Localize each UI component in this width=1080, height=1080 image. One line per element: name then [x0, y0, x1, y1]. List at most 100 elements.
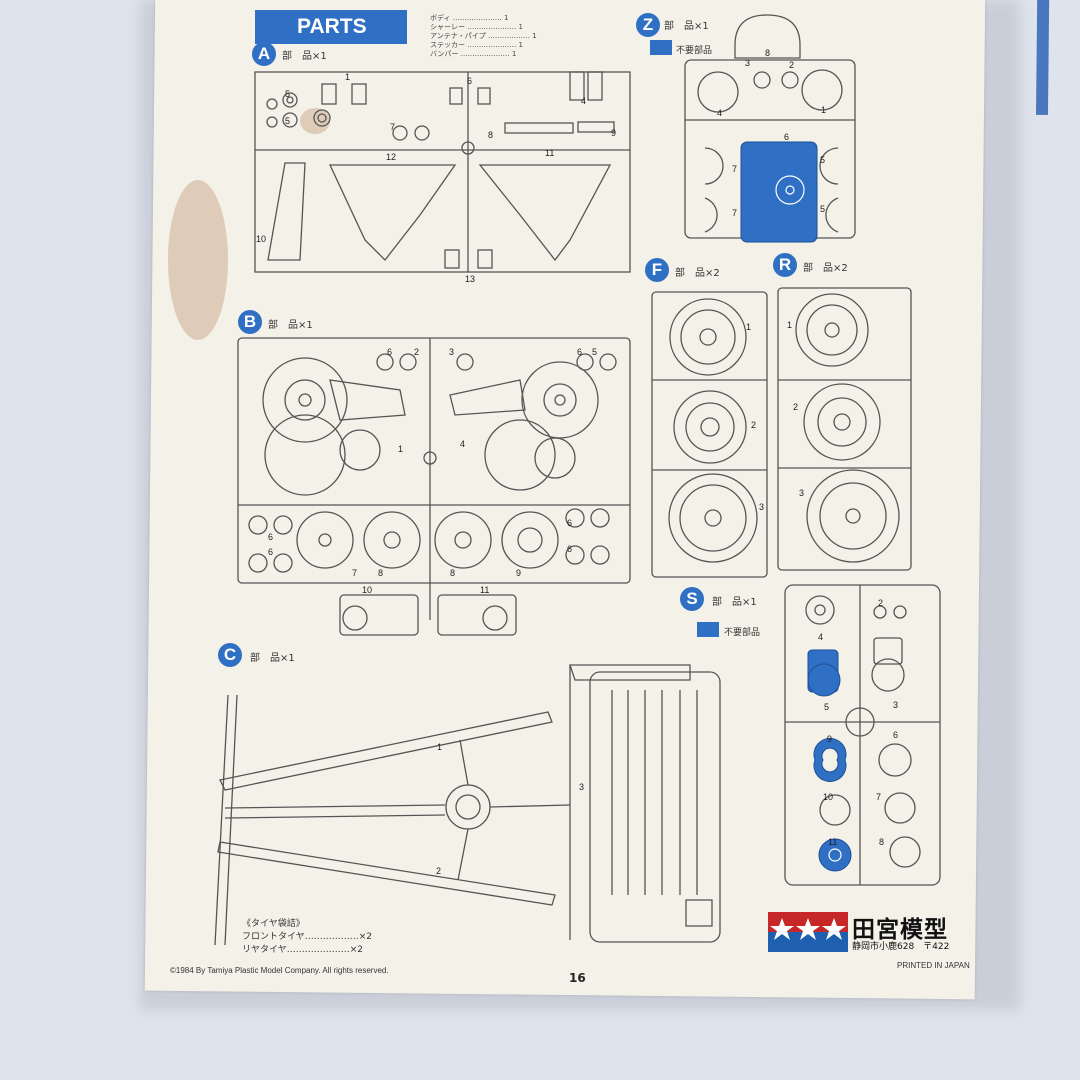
svg-text:2: 2 [878, 598, 883, 608]
sprue-r-frame [777, 287, 912, 571]
svg-text:11: 11 [545, 148, 554, 158]
parts-list: ボディ ………………… 1 シャーレー ………………… 1 アンテナ・パイプ …… [430, 14, 537, 59]
svg-text:6: 6 [567, 518, 572, 528]
svg-text:5: 5 [285, 89, 290, 99]
svg-text:1: 1 [437, 742, 442, 752]
svg-text:1: 1 [398, 444, 403, 454]
blue-part-s9 [813, 738, 847, 782]
sprue-b-badge: B [238, 310, 262, 334]
printed-in: PRINTED IN JAPAN [897, 961, 970, 970]
sprue-f-qty: 部 品×2 [675, 268, 720, 279]
parts-list-item: ステッカー ………………… 1 [430, 41, 523, 49]
svg-text:9: 9 [611, 128, 616, 138]
svg-text:5: 5 [285, 116, 290, 126]
svg-text:6: 6 [577, 347, 582, 357]
tire-note-rear: リヤタイヤ…………………×2 [242, 945, 364, 955]
svg-text:1: 1 [746, 322, 751, 332]
svg-text:7: 7 [732, 164, 737, 174]
svg-text:3: 3 [745, 58, 750, 68]
svg-text:9: 9 [516, 568, 521, 578]
sprue-s-badge: S [680, 587, 704, 611]
sprue-b-qty: 部 品×1 [268, 320, 313, 331]
svg-text:6: 6 [893, 730, 898, 740]
svg-text:11: 11 [828, 837, 837, 847]
unneeded-note: 不要部品 [724, 628, 761, 638]
unneeded-swatch [650, 40, 672, 55]
sprue-b-frame [237, 337, 631, 636]
blue-part-z6 [740, 141, 818, 243]
svg-text:6: 6 [467, 76, 472, 86]
svg-text:3: 3 [893, 700, 898, 710]
svg-text:5: 5 [820, 204, 825, 214]
svg-text:4: 4 [818, 632, 823, 642]
page-number: 16 [569, 971, 586, 985]
brand-address: 静岡市小鹿628 〒422 [852, 942, 950, 952]
svg-text:4: 4 [581, 96, 586, 106]
svg-text:3: 3 [759, 502, 764, 512]
sprue-z-frame [684, 14, 856, 239]
copyright: ©1984 By Tamiya Plastic Model Company. A… [170, 966, 389, 975]
svg-text:8: 8 [488, 130, 493, 140]
sprue-a-badge: A [252, 42, 276, 66]
svg-text:4: 4 [460, 439, 465, 449]
svg-text:3: 3 [799, 488, 804, 498]
tire-note-front: フロントタイヤ………………×2 [242, 932, 373, 942]
svg-text:10: 10 [362, 585, 372, 595]
svg-text:6: 6 [268, 532, 273, 542]
svg-text:2: 2 [793, 402, 798, 412]
blue-part-s11 [818, 838, 852, 872]
sprue-a-frame [254, 71, 631, 273]
svg-text:6: 6 [387, 347, 392, 357]
parts-list-item: シャーレー ………………… 1 [430, 23, 523, 31]
parts-list-item: ボディ ………………… 1 [430, 14, 509, 22]
sprue-c-frame [214, 664, 721, 946]
svg-text:5: 5 [820, 155, 825, 165]
unneeded-note: 不要部品 [676, 46, 713, 56]
rust-stain [168, 180, 228, 340]
svg-text:10: 10 [256, 234, 266, 244]
sprue-z-badge: Z [636, 13, 660, 37]
svg-text:6: 6 [567, 544, 572, 554]
svg-text:7: 7 [876, 792, 881, 802]
tamiya-star-logo [768, 912, 848, 952]
svg-text:1: 1 [787, 320, 792, 330]
sprue-s-frame [784, 584, 941, 886]
svg-text:3: 3 [579, 782, 584, 792]
unneeded-swatch [697, 622, 719, 637]
sprue-r-qty: 部 品×2 [803, 263, 848, 274]
svg-text:8: 8 [879, 837, 884, 847]
svg-text:12: 12 [386, 152, 396, 162]
svg-text:11: 11 [480, 585, 489, 595]
svg-text:8: 8 [378, 568, 383, 578]
svg-text:2: 2 [414, 347, 419, 357]
svg-text:1: 1 [345, 72, 350, 82]
parts-list-item: バンパー ………………… 1 [430, 50, 517, 58]
svg-text:2: 2 [751, 420, 756, 430]
svg-text:5: 5 [592, 347, 597, 357]
sprue-z-qty: 部 品×1 [664, 21, 709, 32]
sprue-f-frame [651, 291, 768, 578]
sprue-s-qty: 部 品×1 [712, 597, 757, 608]
svg-text:3: 3 [449, 347, 454, 357]
blue-part-s5-ring [807, 663, 841, 697]
tire-note: 《タイヤ袋詰》 フロントタイヤ………………×2 リヤタイヤ…………………×2 [242, 918, 372, 957]
brand-name: 田宮模型 [852, 917, 948, 943]
sprue-c-qty: 部 品×1 [250, 653, 295, 664]
svg-text:2: 2 [436, 866, 441, 876]
page-title: PARTS [255, 10, 407, 44]
svg-text:10: 10 [823, 792, 833, 802]
svg-text:1: 1 [821, 105, 826, 115]
svg-text:6: 6 [784, 132, 789, 142]
svg-text:4: 4 [717, 108, 722, 118]
svg-text:9: 9 [827, 734, 832, 744]
svg-text:7: 7 [732, 208, 737, 218]
sprue-r-badge: R [773, 253, 797, 277]
sprue-c-badge: C [218, 643, 242, 667]
svg-text:8: 8 [765, 48, 770, 58]
svg-text:7: 7 [352, 568, 357, 578]
svg-text:5: 5 [824, 702, 829, 712]
svg-text:8: 8 [450, 568, 455, 578]
sprue-f-badge: F [645, 258, 669, 282]
parts-list-item: アンテナ・パイプ ……………… 1 [430, 32, 537, 40]
